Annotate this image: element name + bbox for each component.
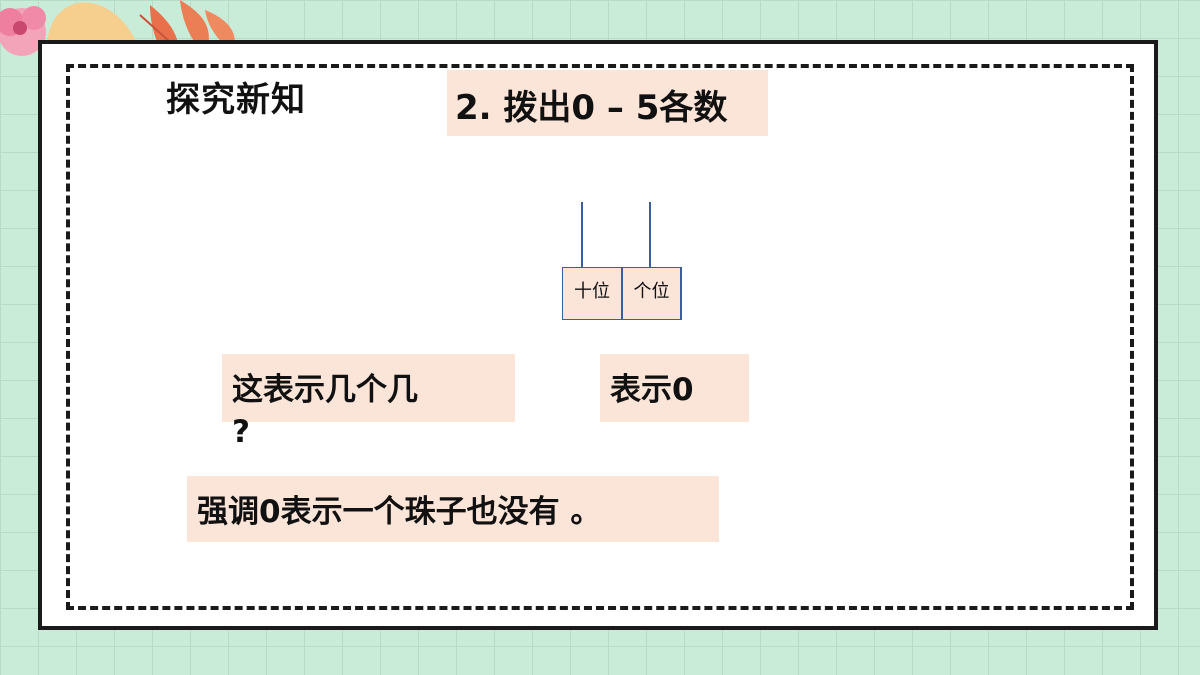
slide-heading: 2. 拨出0 – 5各数	[447, 70, 768, 136]
tens-rod	[581, 202, 583, 270]
ones-place-label: 个位	[622, 267, 682, 320]
ones-rod	[649, 202, 651, 270]
tens-place-label: 十位	[562, 267, 622, 320]
dashed-frame	[66, 64, 1134, 610]
section-title: 探究新知	[166, 80, 306, 120]
emphasis-text: 强调0表示一个珠子也没有 。	[187, 476, 719, 542]
abacus-diagram: 十位 个位	[560, 202, 685, 322]
abacus-base: 十位 个位	[562, 267, 682, 320]
answer-text: 表示0	[600, 354, 749, 422]
question-text: 这表示几个几	[222, 354, 515, 422]
question-mark: ?	[232, 414, 250, 450]
